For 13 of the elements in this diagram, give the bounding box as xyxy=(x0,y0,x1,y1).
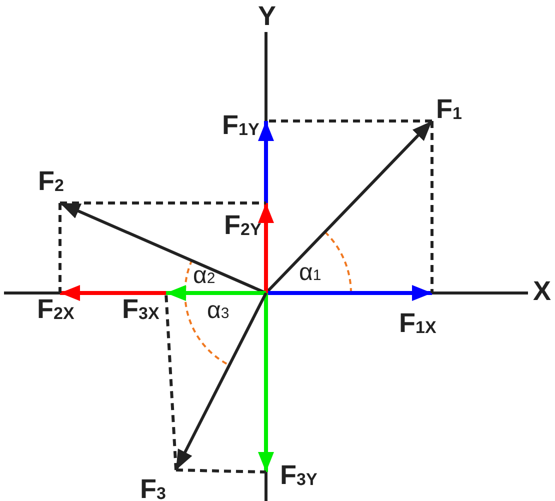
arrow xyxy=(258,293,274,472)
arrow xyxy=(258,203,274,293)
dashed-line xyxy=(176,468,266,474)
dashed-line xyxy=(58,203,62,293)
dashed-line xyxy=(164,292,178,470)
arrow xyxy=(166,285,266,301)
dashed-line xyxy=(266,120,432,122)
arrow xyxy=(266,285,432,301)
dashed-line xyxy=(60,202,266,204)
arrow xyxy=(174,292,268,471)
axis-label: X xyxy=(533,278,552,305)
dashed-line xyxy=(430,121,434,293)
axis-label: Y xyxy=(258,3,276,30)
